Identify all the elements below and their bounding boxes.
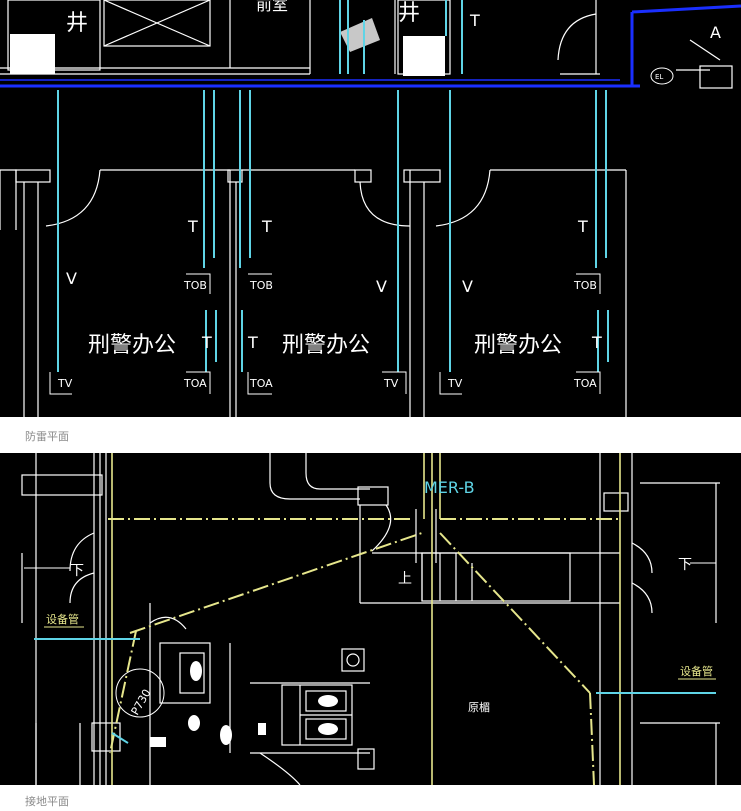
walls: [21, 453, 720, 785]
label-toa: TOA: [249, 377, 273, 390]
equipment-symbol: [340, 18, 380, 52]
label-equip-left: 设备管: [46, 612, 79, 626]
fixtures: [150, 661, 338, 747]
label-v: V: [462, 277, 473, 296]
label-shaft-left: 井: [66, 11, 88, 36]
figure-caption: 接地平面: [25, 795, 69, 808]
lightning-plan-drawing: 井 井 前室 A EL: [0, 0, 741, 417]
label-t: T: [577, 217, 588, 236]
label-a: A: [710, 23, 721, 42]
column-block-right: [403, 36, 445, 76]
ground-lines: [108, 518, 620, 785]
label-toa: TOA: [573, 377, 597, 390]
outlet-boxes: [49, 273, 601, 395]
label-tv: TV: [383, 377, 399, 390]
label-tob: TOB: [249, 279, 273, 292]
blue-duct: [0, 4, 741, 88]
label-t: T: [261, 217, 272, 236]
room-name: 刑警办公: [474, 333, 562, 358]
label-mer: MER-B: [424, 478, 475, 497]
label-t: T: [469, 11, 480, 30]
label-t: T: [247, 333, 258, 352]
label-shaft-right: 井: [398, 1, 420, 26]
label-toa: TOA: [183, 377, 207, 390]
label-up: 上: [398, 571, 412, 587]
lightning-protection-plan: 井 井 前室 A EL: [0, 0, 741, 417]
label-down-left: 下: [70, 563, 84, 579]
label-tv: TV: [447, 377, 463, 390]
outlet-label-group: TOB TOB TOB TOA TOA TOA TV TV TV: [57, 279, 597, 390]
label-anteroom: 前室: [256, 0, 288, 14]
label-t: T: [201, 333, 212, 352]
ground-verticals: [111, 453, 621, 785]
label-tob: TOB: [183, 279, 207, 292]
label-tob: TOB: [573, 279, 597, 292]
grounding-plan-drawing: P730 MER-B 下 下 上 设备管 设备管 原: [21, 453, 720, 785]
room-name: 刑警办公: [88, 333, 176, 358]
equipment-pipes: [34, 638, 716, 744]
el-symbol: [650, 67, 674, 85]
label-down-right: 下: [678, 557, 692, 573]
grounding-plan: P730 MER-B 下 下 上 设备管 设备管 原: [0, 453, 741, 785]
room-name: 刑警办公: [282, 333, 370, 358]
label-el: EL: [655, 73, 663, 81]
room-name-group: 刑警办公 刑警办公 刑警办公: [88, 333, 562, 358]
cable-runs: [57, 0, 609, 372]
label-room: 原楣: [468, 701, 490, 714]
label-t: T: [591, 333, 602, 352]
label-equip-right: 设备管: [680, 664, 713, 678]
figure-caption: 防雷平面: [25, 430, 69, 443]
label-v: V: [376, 277, 387, 296]
label-t: T: [187, 217, 198, 236]
column-block-left: [10, 34, 55, 74]
label-v: V: [66, 269, 77, 288]
cable-label-group: T T T T T T T V V V: [66, 11, 602, 352]
label-tv: TV: [57, 377, 73, 390]
room-walls: [0, 169, 627, 417]
